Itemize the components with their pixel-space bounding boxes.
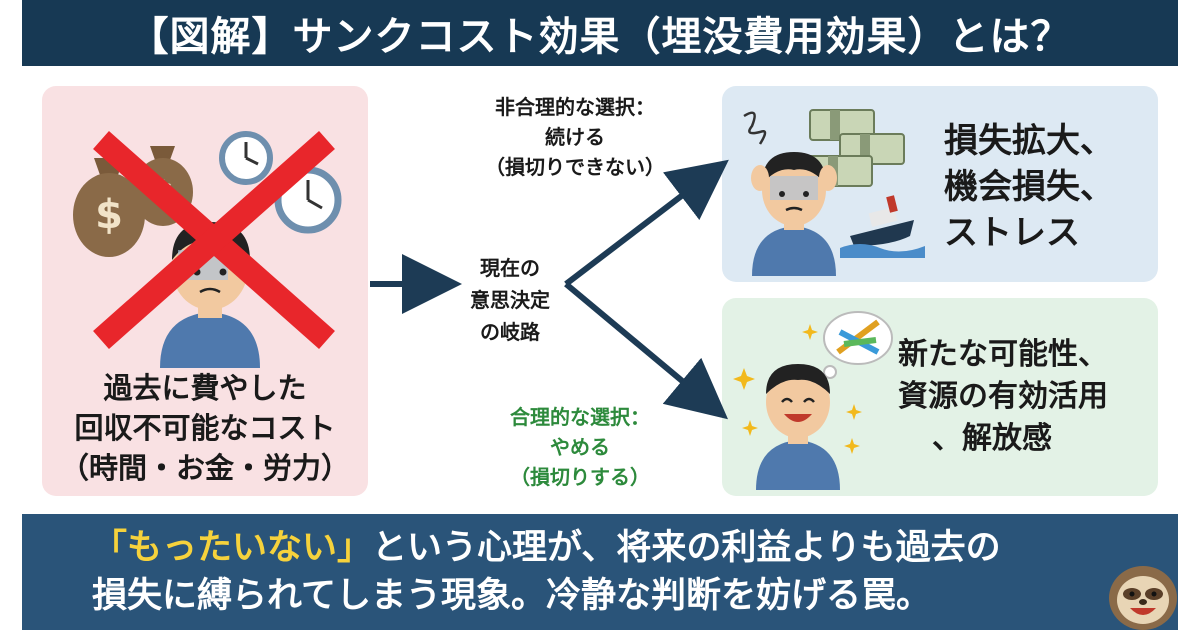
- result-line: ストレス: [944, 213, 1080, 253]
- label-line: （損切りする）: [510, 465, 650, 489]
- summary-line-2: 損失に縛られてしまう現象。冷静な判断を妨げる罠。: [92, 576, 931, 616]
- result-line: 損失拡大、: [944, 121, 1114, 161]
- worried-man-icon: [743, 111, 837, 276]
- irrational-outcome-text: 損失拡大、 機会損失、 ストレス: [944, 118, 1114, 256]
- summary-line-1: 「もったいない」という心理が、将来の利益よりも過去の: [92, 524, 1178, 572]
- rational-outcome-text: 新たな可能性、 資源の有効活用 、解放感: [898, 334, 1108, 460]
- arrow-irrational: [564, 159, 729, 287]
- result-line: 機会損失、: [944, 167, 1114, 207]
- label-line: 意思決定: [470, 288, 550, 312]
- relief-illustration: [733, 311, 893, 490]
- caption-line: 回収不可能なコスト: [74, 411, 336, 445]
- label-line: 非合理的な選択：: [495, 95, 655, 119]
- thought-bubble-icon: [817, 311, 893, 389]
- caption-line: （時間・お金・労力）: [59, 451, 350, 485]
- label-line: （損切りできない）: [485, 155, 665, 179]
- money-bag-icon: $: [73, 158, 145, 257]
- clock-icon: [219, 131, 273, 185]
- page-title: 【図解】サンクコスト効果（埋没費用効果）とは？: [22, 0, 1178, 66]
- loss-illustration: [743, 109, 925, 276]
- cross-mark-icon: [93, 131, 335, 349]
- irrational-choice-label: 非合理的な選択： 続ける （損切りできない）: [455, 92, 695, 182]
- highlight-phrase: 「もったいない」: [92, 528, 373, 568]
- summary-text: という心理が、将来の利益よりも過去の: [372, 528, 1001, 568]
- result-line: 、解放感: [932, 421, 1052, 456]
- sinking-ship-icon: [840, 195, 925, 258]
- sunk-cost-illustration: $ $: [73, 131, 342, 368]
- result-line: 資源の有効活用: [898, 379, 1108, 414]
- decision-point-label: 現在の 意思決定 の岐路: [455, 252, 565, 348]
- label-line: やめる: [550, 435, 610, 459]
- label-line: の岐路: [480, 320, 540, 344]
- sparkle-icon: [733, 324, 862, 454]
- sloth-mascot-icon: [1109, 566, 1177, 630]
- arrow-rational: [564, 281, 729, 420]
- summary-banner: 「もったいない」という心理が、将来の利益よりも過去の 損失に縛られてしまう現象。…: [22, 514, 1178, 630]
- sunk-cost-caption: 過去に費やした 回収不可能なコスト （時間・お金・労力）: [42, 368, 368, 488]
- happy-man-icon: [756, 364, 840, 490]
- svg-text:$: $: [95, 192, 123, 238]
- rational-choice-label: 合理的な選択： やめる （損切りする）: [475, 402, 685, 492]
- label-line: 続ける: [545, 125, 605, 149]
- caption-line: 過去に費やした: [103, 371, 307, 405]
- label-line: 現在の: [480, 256, 540, 280]
- result-line: 新たな可能性、: [898, 337, 1108, 372]
- label-line: 合理的な選択：: [510, 405, 650, 429]
